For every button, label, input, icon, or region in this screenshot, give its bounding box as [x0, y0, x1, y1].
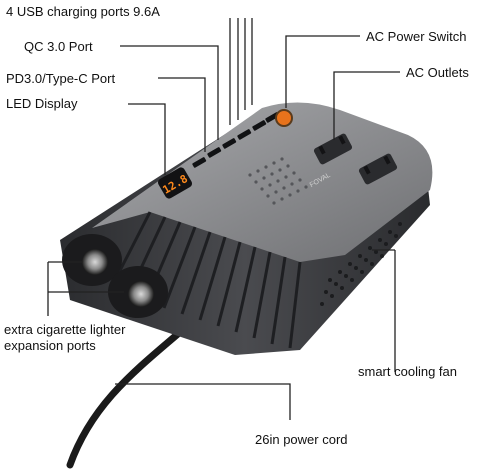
usb-port — [237, 129, 252, 140]
label-ac-switch: AC Power Switch — [366, 29, 467, 44]
usb-port — [207, 147, 222, 158]
label-led-display: LED Display — [6, 96, 78, 111]
fan-vents — [320, 222, 402, 306]
label-qc-port: QC 3.0 Port — [24, 39, 93, 54]
usb-port-row — [192, 112, 280, 168]
leader-lines — [47, 18, 400, 420]
label-pd-port: PD3.0/Type-C Port — [6, 71, 116, 86]
label-cigarette-ports-line1: extra cigarette lighter — [4, 322, 126, 337]
label-ac-outlets: AC Outlets — [406, 65, 469, 80]
label-cigarette-ports-line2: expansion ports — [4, 338, 96, 353]
label-cooling-fan: smart cooling fan — [358, 364, 457, 379]
usb-port — [222, 138, 237, 149]
ac-power-switch — [275, 109, 293, 127]
label-usb-ports: 4 USB charging ports 9.6A — [6, 4, 160, 19]
led-display-housing — [157, 167, 193, 199]
usb-port — [192, 157, 207, 168]
cigarette-port — [82, 249, 108, 275]
cigarette-port — [128, 281, 154, 307]
ac-outlets — [313, 133, 398, 185]
label-power-cord: 26in power cord — [255, 432, 348, 447]
usb-port — [252, 120, 267, 131]
top-vent-grid — [248, 157, 308, 205]
